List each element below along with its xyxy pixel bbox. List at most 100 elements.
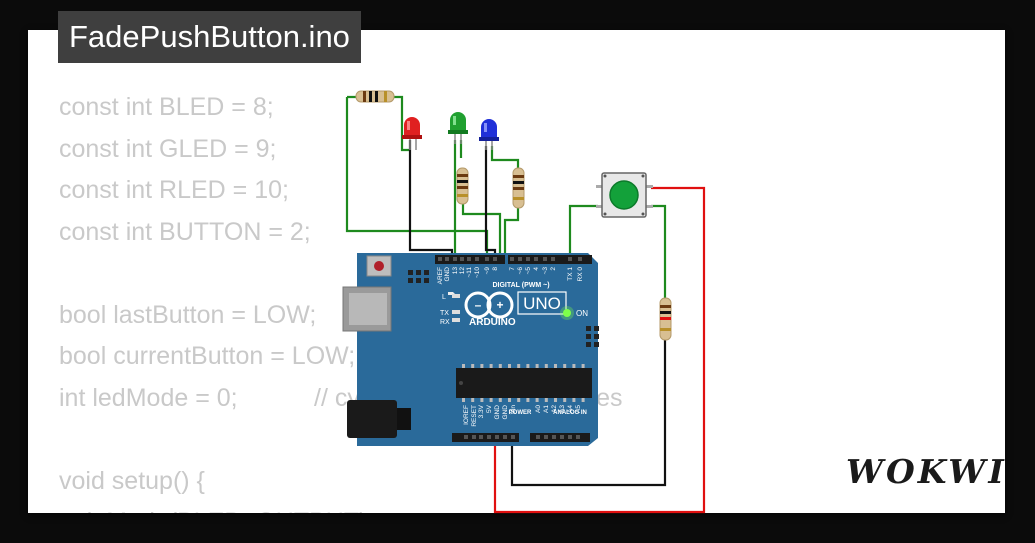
pin-label: GND xyxy=(494,405,501,420)
chip-leg xyxy=(480,398,484,402)
wire-button-to-resistor xyxy=(651,204,667,298)
atmega-chip xyxy=(456,368,592,398)
svg-text:–: – xyxy=(475,298,482,312)
pin-header-hole[interactable] xyxy=(568,435,572,439)
pushbutton[interactable] xyxy=(596,172,653,218)
pin-header-hole[interactable] xyxy=(536,435,540,439)
pin-header-hole[interactable] xyxy=(467,257,471,261)
power-label: POWER xyxy=(509,410,532,416)
pin-label: A2 xyxy=(551,405,558,413)
code-line: void setup() { xyxy=(59,466,205,495)
pin-label: Vin xyxy=(510,405,517,415)
pin-label: A0 xyxy=(535,405,542,413)
pin-header-hole[interactable] xyxy=(503,435,507,439)
resistor-green-led xyxy=(456,167,469,205)
pin-header-hole[interactable] xyxy=(438,257,442,261)
led-green xyxy=(448,112,468,144)
chip-leg xyxy=(572,364,576,368)
pin-label: 3.3V xyxy=(478,404,485,418)
svg-text:+: + xyxy=(496,298,503,312)
pin-label: 4 xyxy=(533,267,540,271)
code-line: pinMode(BLED, OUTPUT); xyxy=(59,502,622,513)
pin-header-hole[interactable] xyxy=(510,257,514,261)
pin-header-hole[interactable] xyxy=(518,257,522,261)
pin-label: 13 xyxy=(452,267,459,275)
wire-blue-led-to-pin8 xyxy=(490,146,520,262)
led-l-label: L xyxy=(442,294,446,301)
pin-label: ~11 xyxy=(466,267,473,278)
pin-header-hole[interactable] xyxy=(526,257,530,261)
pin-label: TX 1 xyxy=(567,267,574,281)
pin-header-hole[interactable] xyxy=(578,257,582,261)
pin-header-hole[interactable] xyxy=(495,435,499,439)
chip-leg xyxy=(462,398,465,402)
pin-header-hole[interactable] xyxy=(534,257,538,261)
board-maker: ARDUINO xyxy=(469,317,516,328)
sketch-title: FadePushButton.ino xyxy=(58,11,361,63)
pin-label: ~9 xyxy=(484,267,491,275)
pin-header-hole[interactable] xyxy=(568,257,572,261)
wire-red-led-cathode xyxy=(408,140,454,262)
pin-header-hole[interactable] xyxy=(472,435,476,439)
chip-leg xyxy=(471,364,475,368)
pin-label: 7 xyxy=(509,267,516,271)
pin-label: ~6 xyxy=(517,267,524,275)
code-line: bool currentButton = LOW; xyxy=(59,342,356,370)
code-line: bool lastButton = LOW; xyxy=(59,300,317,329)
wire-5v-to-button xyxy=(493,186,706,514)
chip-leg xyxy=(544,398,548,402)
pin-header-hole[interactable] xyxy=(445,257,449,261)
pin-header-hole[interactable] xyxy=(552,435,556,439)
chip-leg xyxy=(572,398,576,402)
pin-header-hole[interactable] xyxy=(464,435,468,439)
chip-leg xyxy=(508,364,511,368)
chip-leg xyxy=(544,364,548,368)
pin-header-hole[interactable] xyxy=(576,435,580,439)
pin-header-hole[interactable] xyxy=(543,257,547,261)
pin-header-hole[interactable] xyxy=(544,435,548,439)
pin-header-hole[interactable] xyxy=(560,435,564,439)
board-model: UNO xyxy=(523,294,561,313)
resistor-top xyxy=(355,90,395,103)
button-cap[interactable] xyxy=(609,180,639,210)
pin-label: A4 xyxy=(567,405,574,413)
pin-label: 8 xyxy=(492,267,499,271)
pin-header-hole[interactable] xyxy=(487,435,491,439)
led-tx-label: TX xyxy=(440,310,449,317)
code-preview: const int BLED = 8;const int GLED = 9;co… xyxy=(59,87,622,513)
pin-header-hole[interactable] xyxy=(460,257,464,261)
chip-leg xyxy=(498,364,502,368)
pin-label: A1 xyxy=(543,405,550,413)
pin-label: RESET xyxy=(471,405,478,427)
code-line: const int GLED = 9; xyxy=(59,134,277,163)
led-blue xyxy=(479,119,499,150)
chip-leg xyxy=(462,364,465,368)
pin-label: 5V xyxy=(486,404,493,413)
digital-label: DIGITAL (PWM ~) xyxy=(492,282,549,289)
wire-resistor-to-gnd xyxy=(510,340,667,487)
pin-header-hole[interactable] xyxy=(479,435,483,439)
pin-label: ~3 xyxy=(542,267,549,275)
pin-label: IOREF xyxy=(463,405,470,425)
chip-leg xyxy=(498,398,502,402)
resistor-blue-led xyxy=(512,167,525,209)
pin-header-hole[interactable] xyxy=(475,257,479,261)
pin-header-hole[interactable] xyxy=(453,257,457,261)
pin-header-hole[interactable] xyxy=(485,257,489,261)
chip-leg xyxy=(581,364,585,368)
pin-header-hole[interactable] xyxy=(511,435,515,439)
chip-leg xyxy=(480,364,484,368)
analog-label: ANALOG IN xyxy=(553,410,587,416)
pin-header-hole[interactable] xyxy=(551,257,555,261)
pin-label: ~10 xyxy=(474,267,481,278)
chip-leg xyxy=(563,398,567,402)
chip-leg xyxy=(535,364,539,368)
chip-leg xyxy=(489,364,493,368)
header-power xyxy=(452,433,519,442)
chip-leg xyxy=(554,364,557,368)
pin-label: A3 xyxy=(559,405,566,413)
arduino-uno-board: – + UNO ARDUINO DIGITAL (PWM ~) L TX RX … xyxy=(342,253,599,446)
pin-header-hole[interactable] xyxy=(493,257,497,261)
on-label: ON xyxy=(576,309,588,318)
led-red xyxy=(402,117,422,150)
